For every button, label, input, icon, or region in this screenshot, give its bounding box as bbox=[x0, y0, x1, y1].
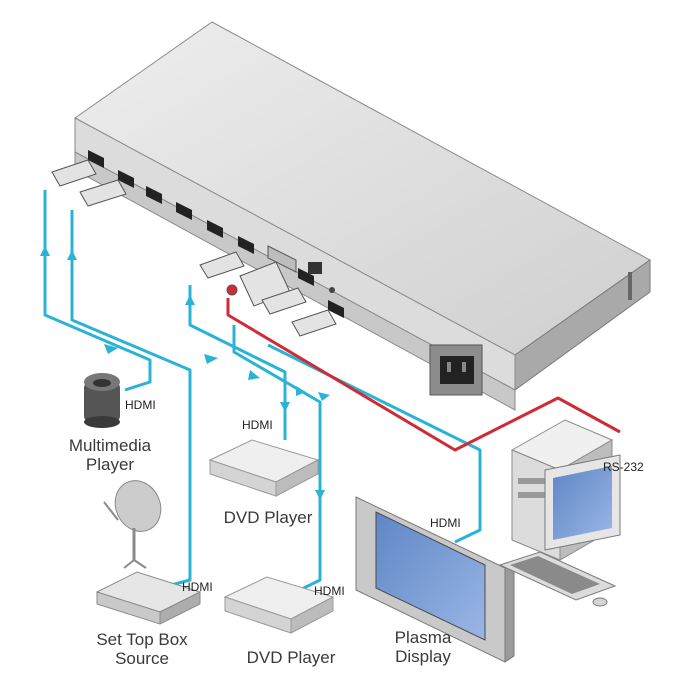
dvd-player-2-device bbox=[223, 576, 335, 634]
satellite-dish-icon bbox=[103, 480, 162, 569]
multimedia-player-label-line1: Multimedia bbox=[68, 436, 152, 455]
hdmi-label-settop: HDMI bbox=[182, 580, 213, 594]
rs232-label: RS-232 bbox=[603, 460, 644, 474]
hdmi-port-2 bbox=[118, 170, 134, 188]
connectors bbox=[51, 159, 337, 337]
hdmi-cable-dvd2 bbox=[232, 325, 322, 592]
hdmi-port-5 bbox=[207, 220, 223, 238]
set-top-box-label: Set Top Box Source bbox=[82, 630, 202, 668]
dvd-player-1-label: DVD Player bbox=[223, 508, 313, 527]
hdmi-label-display: HDMI bbox=[430, 516, 461, 530]
hdmi-port-8 bbox=[328, 300, 344, 318]
rs232-port bbox=[267, 245, 297, 273]
hdmi-cable-settop bbox=[70, 210, 192, 590]
pc-device bbox=[498, 419, 621, 607]
power-socket bbox=[429, 344, 483, 396]
lan-port bbox=[308, 262, 322, 274]
set-top-box-label-line2: Source bbox=[115, 649, 169, 668]
hdmi-port-4 bbox=[176, 202, 192, 220]
plasma-display-label: Plasma Display bbox=[373, 628, 473, 666]
switcher-device bbox=[74, 21, 651, 411]
multimedia-player-device bbox=[84, 373, 120, 428]
hdmi-port-7 bbox=[298, 268, 314, 286]
set-top-box-label-line1: Set Top Box bbox=[96, 630, 188, 649]
hdmi-label-dvd1: HDMI bbox=[242, 418, 273, 432]
hdmi-port-1 bbox=[88, 150, 104, 168]
dvd-player-2-label: DVD Player bbox=[246, 648, 336, 667]
multimedia-player-label: Multimedia Player bbox=[60, 436, 160, 474]
plasma-display-label-line2: Display bbox=[395, 647, 451, 666]
hdmi-cable-display bbox=[267, 343, 482, 544]
hdmi-port-3 bbox=[146, 186, 162, 204]
hdmi-cable-multimedia bbox=[43, 190, 152, 392]
dvd-player-1-device bbox=[208, 439, 320, 497]
multimedia-player-label-line2: Player bbox=[85, 455, 135, 474]
hdmi-port-6 bbox=[238, 236, 254, 254]
cable-arrows bbox=[40, 246, 330, 500]
hdmi-label-multimedia: HDMI bbox=[125, 398, 156, 412]
set-top-box-device bbox=[95, 571, 202, 625]
hdmi-label-dvd2: HDMI bbox=[314, 584, 345, 598]
plasma-display-label-line1: Plasma bbox=[394, 628, 452, 647]
plasma-display-device bbox=[355, 496, 515, 663]
rs232-cable bbox=[226, 298, 621, 452]
reset-button bbox=[329, 287, 335, 293]
